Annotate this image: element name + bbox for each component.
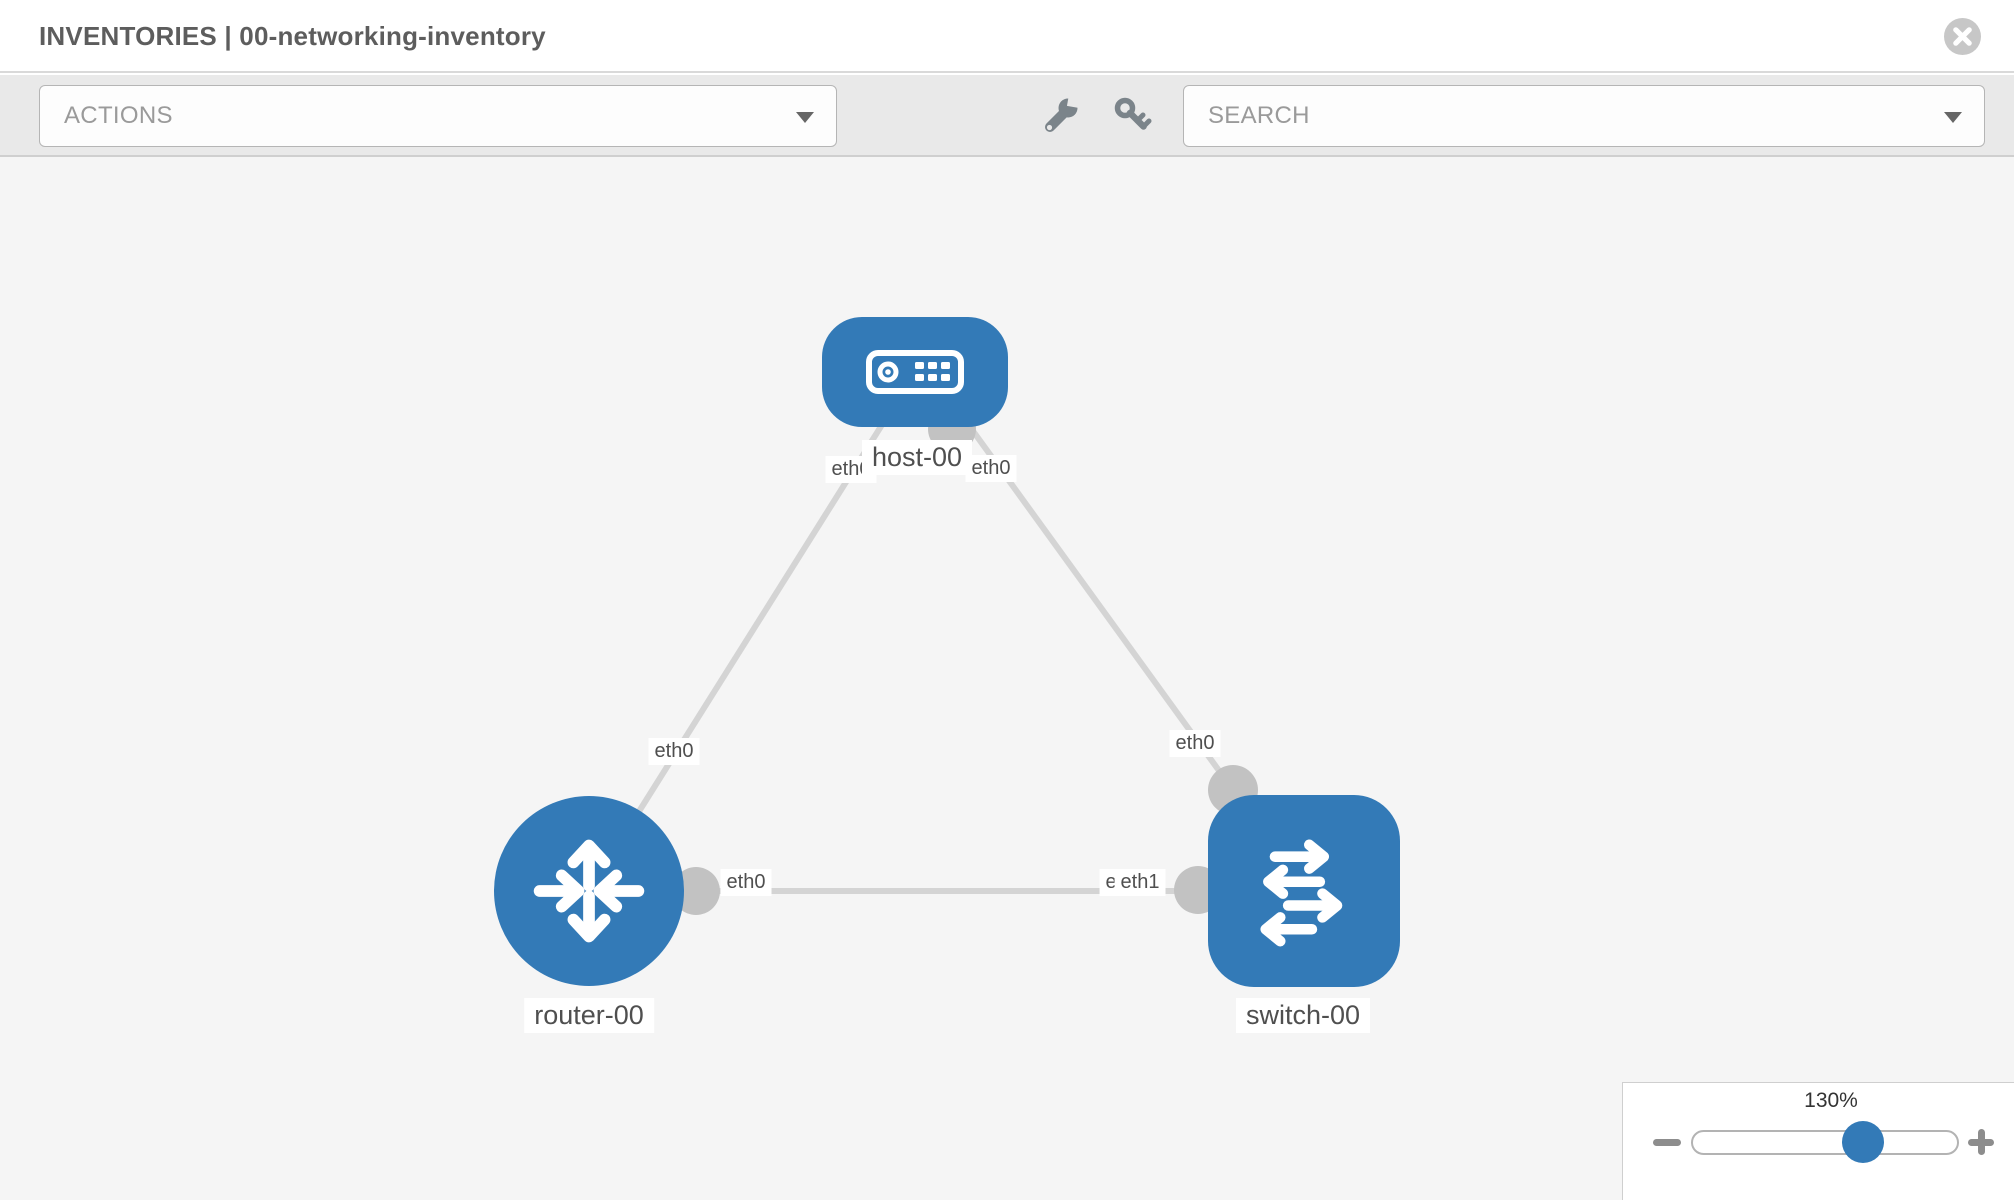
search-dropdown[interactable]: SEARCH <box>1183 85 1985 147</box>
plus-icon <box>1978 1129 1985 1155</box>
node-label-host: host-00 <box>861 440 973 475</box>
page-title: INVENTORIES | 00-networking-inventory <box>39 21 546 51</box>
close-icon <box>1953 27 1972 46</box>
chevron-down-icon <box>1944 112 1962 123</box>
node-host-00[interactable] <box>822 317 1008 427</box>
interface-label: eth1 <box>1114 869 1166 896</box>
zoom-slider-knob[interactable] <box>1842 1121 1884 1163</box>
interface-label: eth0 <box>720 869 772 896</box>
search-dropdown-label: SEARCH <box>1208 102 1310 129</box>
tools-button[interactable] <box>1040 94 1084 138</box>
actions-dropdown[interactable]: ACTIONS <box>39 85 837 147</box>
switch-icon <box>1260 839 1343 947</box>
zoom-level: 130% <box>1804 1089 1858 1112</box>
key-icon <box>1114 97 1152 130</box>
zoom-out-button[interactable] <box>1653 1139 1681 1146</box>
links-layer <box>586 405 1258 915</box>
interface-label: eth0 <box>1169 730 1221 757</box>
header-bar: INVENTORIES | 00-networking-inventory <box>0 0 2014 73</box>
wrench-icon <box>1045 96 1082 132</box>
interface-label: eth0 <box>648 738 700 765</box>
topology-canvas[interactable]: eth0 eth0 eth0 eth0 eth0 eth0 eth1 host-… <box>0 157 2014 1200</box>
router-icon <box>533 839 645 943</box>
actions-dropdown-label: ACTIONS <box>64 102 173 129</box>
toolbar: ACTIONS SEARCH <box>0 75 2014 157</box>
zoom-panel: 130% <box>1622 1082 2014 1200</box>
node-label-router: router-00 <box>524 998 654 1033</box>
zoom-in-button[interactable] <box>1968 1129 1994 1155</box>
interface-dot-router <box>672 867 720 915</box>
node-router-00[interactable] <box>494 796 684 986</box>
node-label-switch: switch-00 <box>1235 998 1371 1033</box>
node-switch-00[interactable] <box>1208 795 1400 987</box>
zoom-slider-track[interactable] <box>1691 1130 1959 1155</box>
host-icon <box>866 350 964 394</box>
chevron-down-icon <box>796 112 814 123</box>
interface-label: eth0 <box>965 455 1017 482</box>
close-button[interactable] <box>1944 18 1981 55</box>
credentials-button[interactable] <box>1110 94 1154 138</box>
